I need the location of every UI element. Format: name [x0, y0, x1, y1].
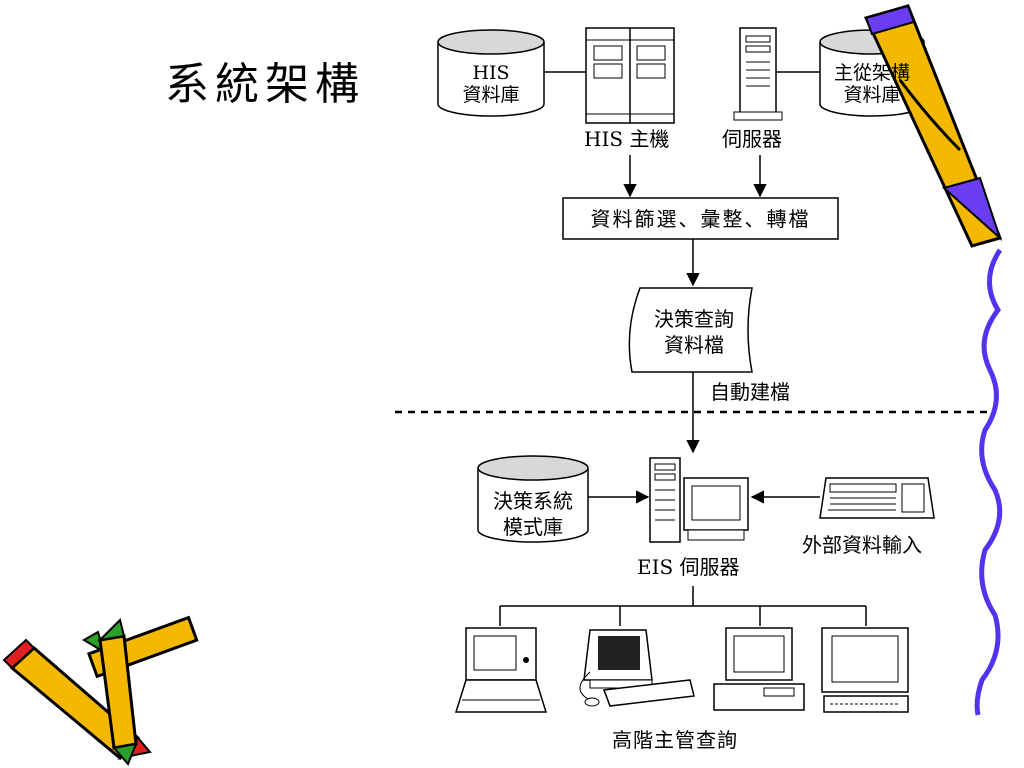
executive-query-label: 高階主管查詢	[612, 728, 738, 752]
external-input-label: 外部資料輸入	[802, 533, 922, 557]
server-label: 伺服器	[722, 127, 782, 151]
squiggle-border-icon	[974, 248, 1003, 716]
crossed-pencils-icon	[2, 615, 199, 766]
client-server-database: 主從架構 資料庫	[820, 62, 924, 106]
eis-server-icon	[649, 457, 749, 543]
workstation-icon	[713, 627, 805, 711]
auto-build-label: 自動建檔	[710, 380, 790, 404]
desktop-computer-icon	[579, 629, 695, 707]
his-database-icon	[437, 29, 545, 117]
keyboard-icon	[819, 477, 935, 519]
decision-file: 決策查詢 資料檔	[634, 306, 754, 358]
his-database: HIS 資料庫	[438, 62, 544, 106]
monitor-keyboard-icon	[821, 627, 909, 713]
his-mainframe-icon	[585, 27, 675, 124]
model-database: 決策系統 模式庫	[474, 488, 592, 540]
laptop-icon	[454, 627, 548, 713]
model-database-line2: 模式庫	[503, 515, 563, 539]
model-database-icon	[477, 455, 589, 543]
server-tower-icon	[733, 27, 783, 121]
his-database-line2: 資料庫	[462, 84, 520, 106]
model-database-line1: 決策系統	[493, 489, 573, 513]
pencil-decoration-icon	[863, 4, 1003, 248]
decision-file-shape	[628, 287, 753, 373]
filter-box	[562, 197, 839, 240]
filter-label: 資料篩選、彙整、轉檔	[590, 207, 811, 231]
eis-server-label: EIS 伺服器	[637, 555, 740, 579]
his-host-label: HIS 主機	[584, 127, 670, 151]
client-server-database-line2: 資料庫	[843, 84, 901, 106]
decision-file-line1: 決策查詢	[654, 307, 734, 331]
decision-file-line2: 資料檔	[664, 333, 724, 357]
his-database-line1: HIS	[472, 62, 510, 84]
client-server-database-line1: 主從架構	[833, 62, 910, 84]
slide-title: 系統架構	[165, 59, 365, 110]
